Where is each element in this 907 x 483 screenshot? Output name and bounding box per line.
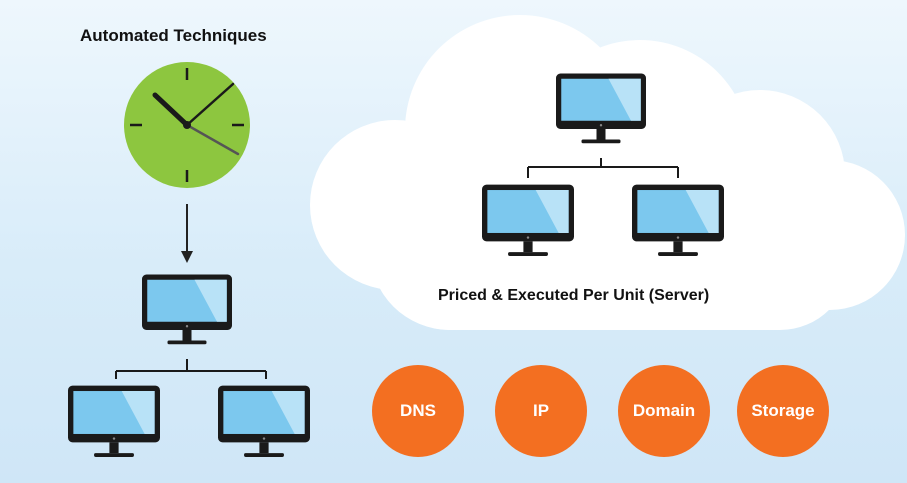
dns-badge: DNS: [372, 365, 464, 457]
left-network-connectors: [115, 359, 267, 379]
ip-badge: IP: [495, 365, 587, 457]
monitor-icon-left-bottom-left: [68, 385, 160, 457]
right-network-connectors: [527, 158, 679, 178]
arrow-down-icon: [181, 204, 193, 263]
automated-techniques-title: Automated Techniques: [80, 26, 267, 45]
cloud-shape: [310, 15, 905, 330]
storage-badge: Storage: [737, 365, 829, 457]
monitor-icon-left-bottom-right: [218, 385, 310, 457]
monitor-icon-left-top: [142, 274, 232, 345]
clock-icon: [124, 62, 250, 188]
domain-badge: Domain: [618, 365, 710, 457]
priced-per-unit-caption: Priced & Executed Per Unit (Server): [438, 287, 710, 304]
